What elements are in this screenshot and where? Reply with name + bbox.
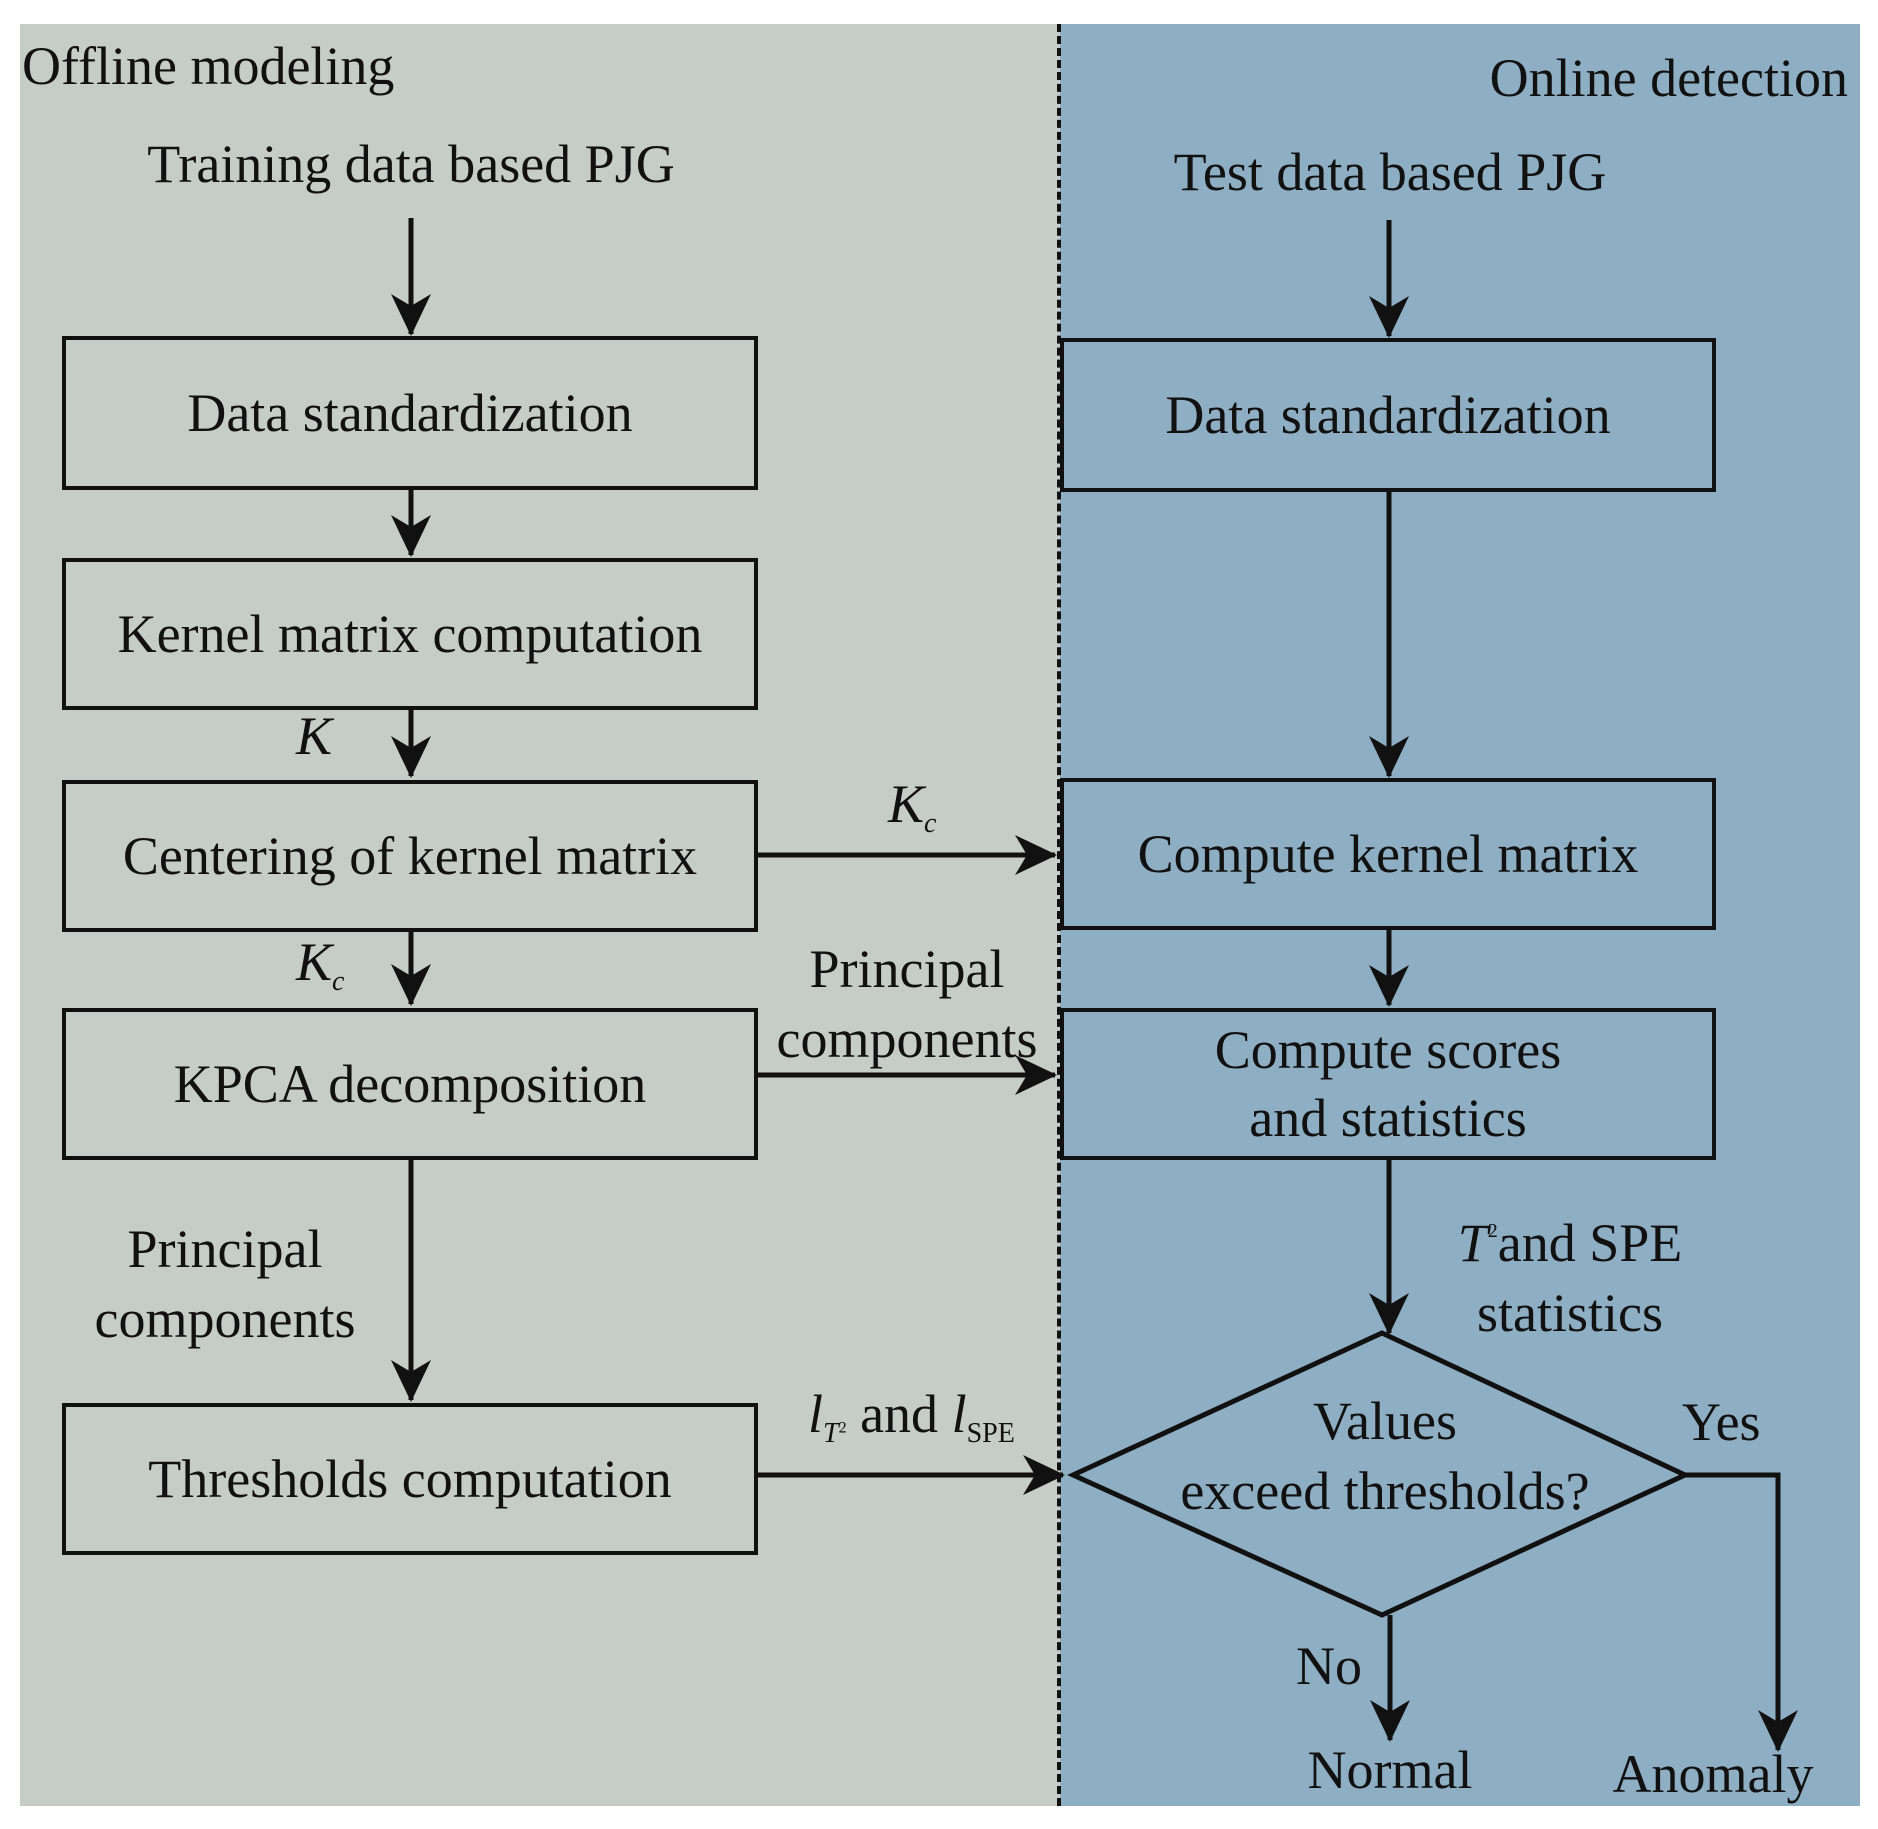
kc-label-offline: Kc — [296, 932, 345, 997]
normal-outcome: Normal — [1307, 1740, 1473, 1800]
panel-divider — [1057, 24, 1061, 1806]
training-data-input: Training data based PJG — [147, 134, 675, 194]
decision-text: Values exceed thresholds? — [1180, 1391, 1590, 1521]
arrow-decision-to-anomaly — [1685, 1472, 1798, 1752]
yes-label: Yes — [1682, 1392, 1761, 1452]
no-label: No — [1296, 1636, 1362, 1696]
anomaly-outcome: Anomaly — [1612, 1744, 1814, 1804]
kernel-matrix-computation-box: Kernel matrix computation — [62, 558, 758, 710]
compute-kernel-matrix-box: Compute kernel matrix — [1060, 778, 1716, 930]
offline-data-standardization-box: Data standardization — [62, 336, 758, 490]
k-label: K — [296, 706, 333, 766]
kc-label-cross: Kc — [888, 774, 937, 839]
offline-modeling-panel — [20, 24, 1060, 1806]
online-panel-title: Online detection — [1489, 48, 1848, 108]
offline-panel-title: Offline modeling — [22, 36, 395, 96]
test-data-input: Test data based PJG — [1173, 142, 1607, 202]
threshold-limits-label: lT2 and lSPE — [808, 1384, 1015, 1449]
decision-diamond — [1066, 1330, 1691, 1618]
t2-spe-statistics-label: T2and SPE statistics — [1457, 1213, 1683, 1343]
centering-kernel-matrix-box: Centering of kernel matrix — [62, 780, 758, 932]
compute-scores-statistics-box: Compute scores and statistics — [1060, 1008, 1716, 1160]
kpca-decomposition-box: KPCA decomposition — [62, 1008, 758, 1160]
online-data-standardization-box: Data standardization — [1060, 338, 1716, 492]
online-detection-panel — [1060, 24, 1860, 1806]
principal-components-label-offline: Principal components — [94, 1219, 356, 1349]
principal-components-label-cross: Principal components — [776, 939, 1038, 1069]
thresholds-computation-box: Thresholds computation — [62, 1403, 758, 1555]
